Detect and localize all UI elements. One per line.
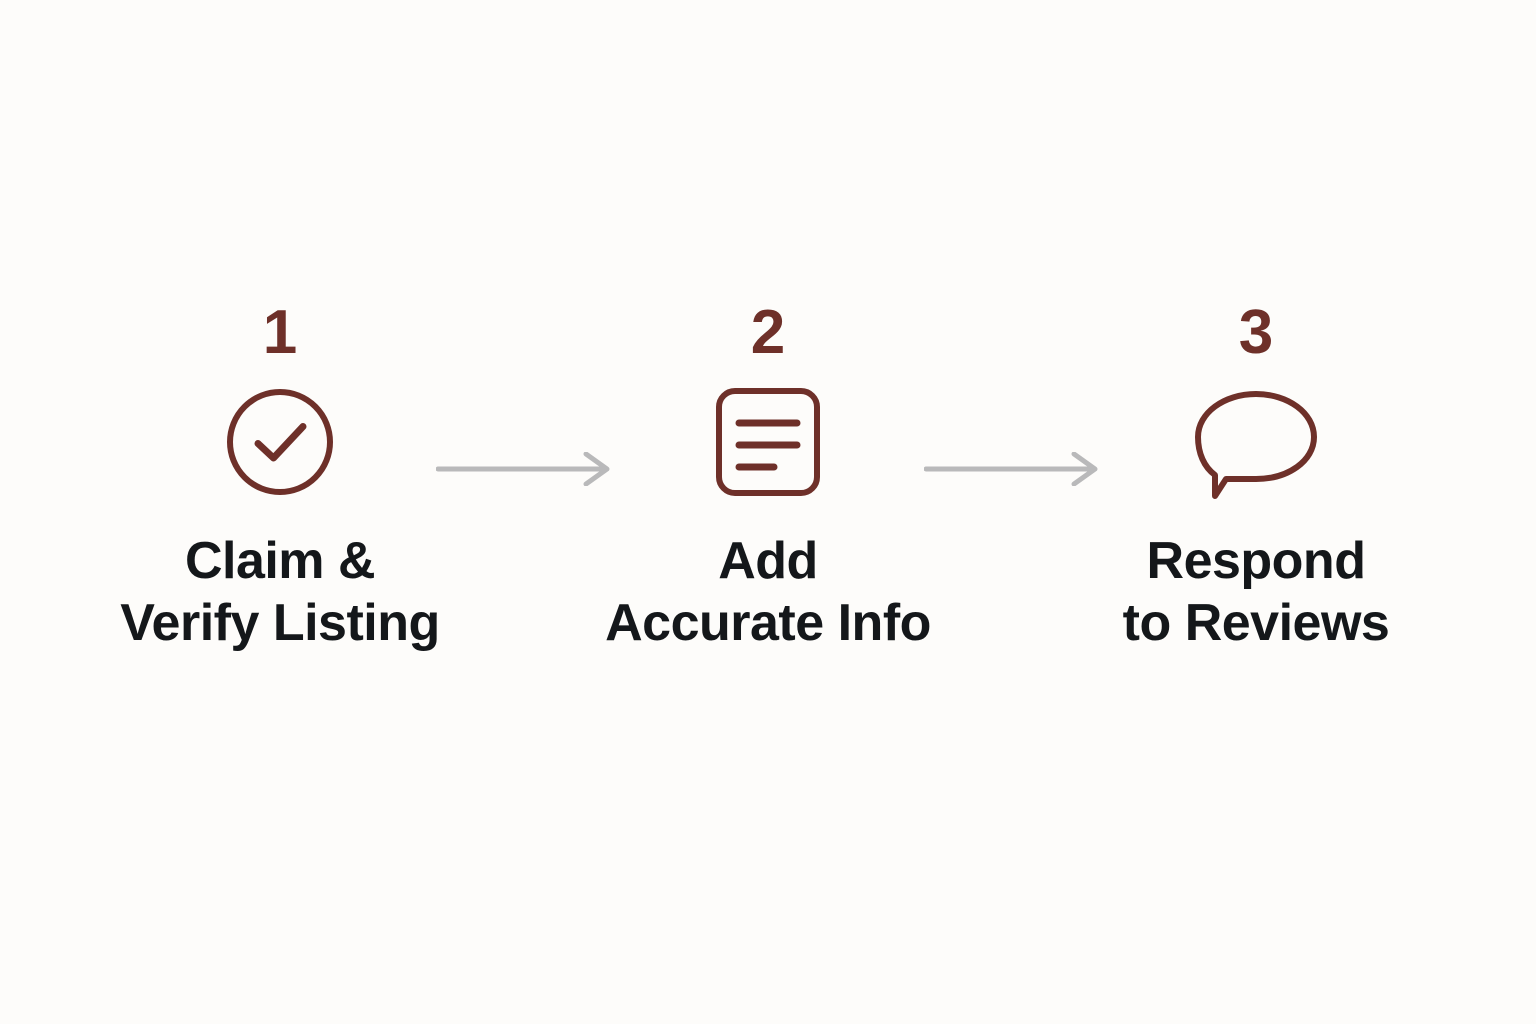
connector-2: [918, 300, 1106, 486]
step-label-3: Respond to Reviews: [1123, 530, 1390, 654]
speech-bubble-icon: [1195, 382, 1317, 502]
check-circle-icon: [220, 382, 340, 502]
connector-1: [430, 300, 618, 486]
step-number-3: 3: [1238, 298, 1274, 367]
step-label-1: Claim & Verify Listing: [120, 530, 440, 654]
step-label-1-line-1: Claim &: [184, 532, 376, 590]
step-label-2-line-1: Add: [718, 532, 818, 590]
process-step-1: 1 Claim & Verify Listing: [120, 298, 440, 654]
process-step-3: 3 Respond to Reviews: [1106, 300, 1406, 654]
step-label-1-line-2: Verify Listing: [120, 594, 440, 652]
step-label-3-line-1: Respond: [1146, 532, 1366, 590]
step-label-2: Add Accurate Info: [605, 530, 931, 654]
step-label-2-line-2: Accurate Info: [605, 594, 931, 652]
arrow-right-icon: [436, 452, 612, 486]
process-step-2: 2 Add Accurate Info: [605, 298, 931, 654]
step-number-1: 1: [262, 298, 298, 367]
step-label-3-line-2: to Reviews: [1122, 594, 1390, 652]
process-flow: 1 Claim & Verify Listing: [0, 300, 1536, 700]
step-number-2: 2: [750, 298, 786, 367]
arrow-right-icon: [924, 452, 1100, 486]
document-lines-icon: [708, 382, 828, 502]
